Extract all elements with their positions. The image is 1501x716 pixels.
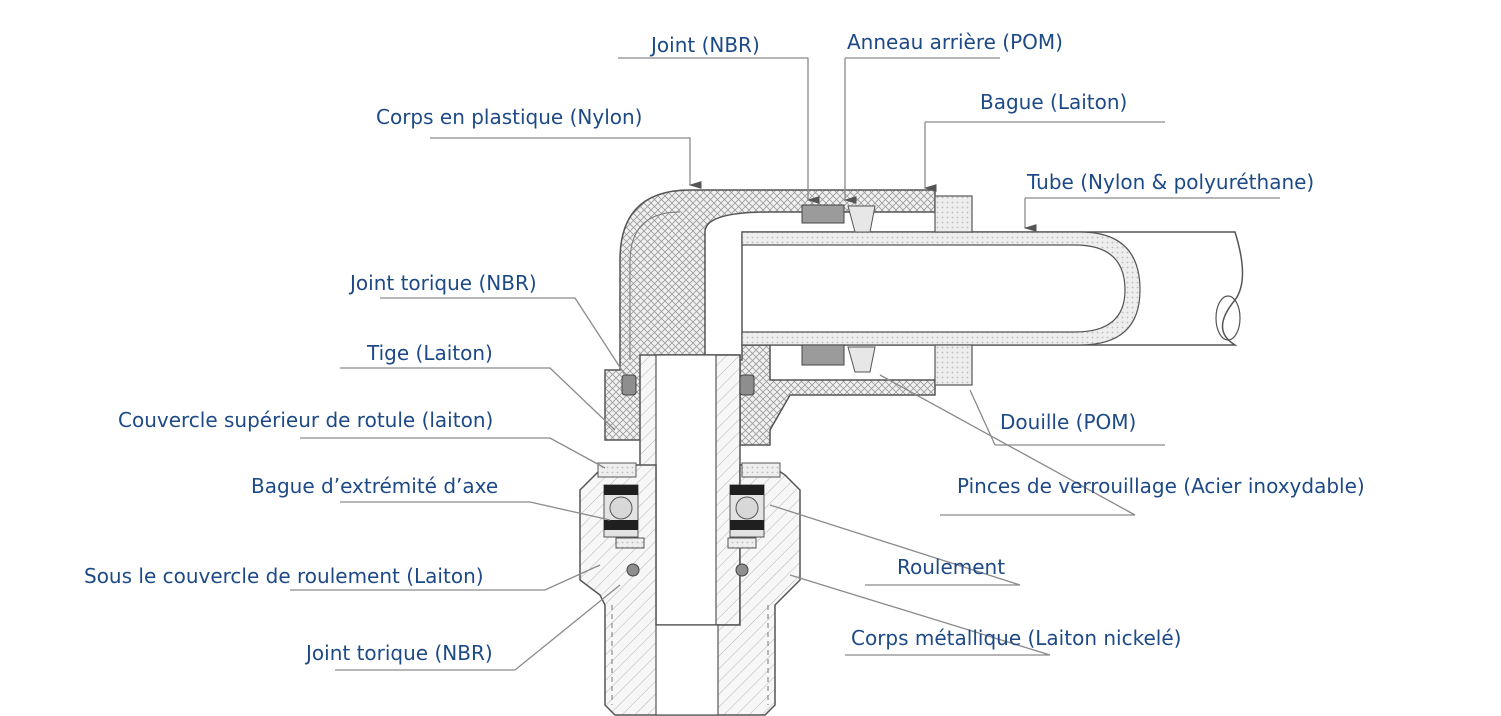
- leader-bague-extremite: [340, 501, 611, 521]
- leader-joint-nbr-top: [618, 57, 820, 204]
- label-corps-metallique: Corps métallique (Laiton nickelé): [851, 626, 1182, 650]
- label-joint-torique-top: Joint torique (NBR): [350, 271, 537, 295]
- plastic-body: [604, 189, 936, 446]
- tube: [741, 231, 1244, 346]
- leader-tube: [1025, 197, 1280, 228]
- leader-anneau: [845, 57, 1000, 200]
- label-douille: Douille (POM): [1000, 410, 1137, 434]
- leader-roulement: [769, 504, 1021, 586]
- label-corps-plastique: Corps en plastique (Nylon): [376, 105, 643, 129]
- leader-joint-torique-top: [380, 297, 626, 376]
- leader-lines: [290, 57, 1280, 671]
- label-tige: Tige (Laiton): [367, 341, 493, 365]
- label-sous-couvercle: Sous le couvercle de roulement (Laiton): [84, 564, 484, 588]
- label-roulement: Roulement: [897, 555, 1006, 579]
- label-couvercle-superieur: Couvercle supérieur de rotule (laiton): [118, 408, 494, 432]
- top-seal-parts: [801, 195, 973, 386]
- label-bague-extremite: Bague d’extrémité d’axe: [251, 474, 499, 498]
- leader-corps-plastique: [430, 137, 702, 189]
- label-joint-nbr-top: Joint (NBR): [651, 33, 760, 57]
- leader-tige: [340, 367, 616, 431]
- leader-joint-torique-bottom: [335, 584, 621, 671]
- label-bague-laiton: Bague (Laiton): [980, 90, 1128, 114]
- leader-couvercle-sup: [300, 437, 606, 469]
- leader-sous-couvercle: [290, 564, 601, 591]
- label-anneau-arriere: Anneau arrière (POM): [847, 30, 1063, 54]
- leader-pinces: [879, 374, 1136, 516]
- label-joint-torique-bottom: Joint torique (NBR): [306, 641, 493, 665]
- leader-corps-metallique: [789, 574, 1051, 656]
- label-tube: Tube (Nylon & polyuréthane): [1027, 170, 1315, 194]
- label-pinces: Pinces de verrouillage (Acier inoxydable…: [957, 474, 1365, 498]
- leader-bague: [925, 121, 1165, 188]
- bearings: [597, 462, 781, 577]
